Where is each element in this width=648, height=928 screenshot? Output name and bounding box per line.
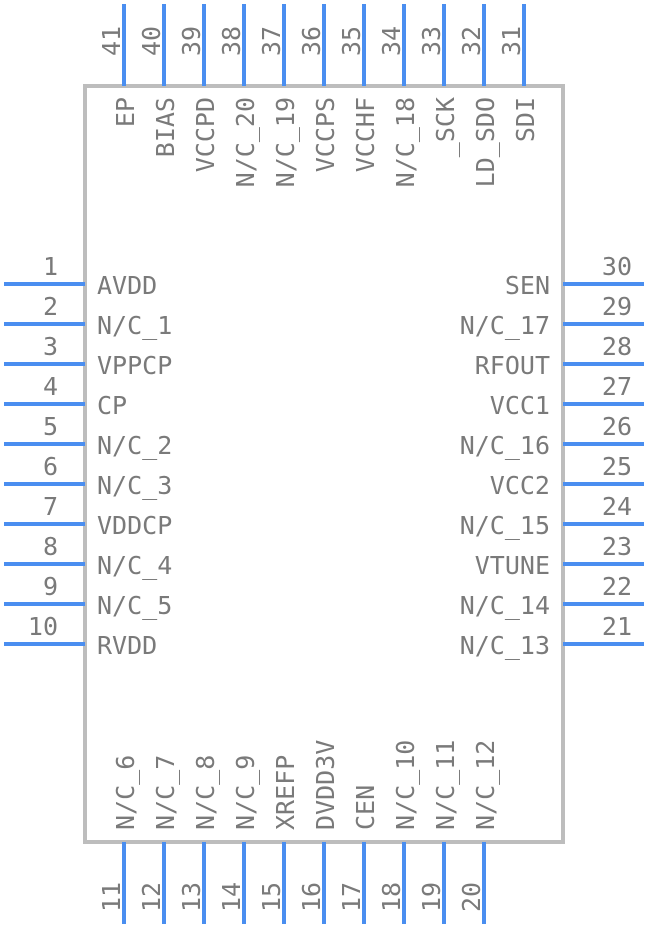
pins-layer [4,4,644,924]
pin-n-c-9-label: N/C_9 [231,755,260,830]
pin-xrefp-label: XREFP [271,755,300,830]
pin-number-32: 32 [457,26,486,56]
pin-n-c-8-label: N/C_8 [191,755,220,830]
pin-number-37: 37 [257,26,286,56]
pin-number-15: 15 [257,882,286,912]
pin-number-9: 9 [43,572,58,601]
pin-number-24: 24 [602,492,632,521]
pin-vcchf-label: VCCHF [351,97,380,172]
pin-n-c-20-label: N/C_20 [231,97,260,187]
pin-number-41: 41 [97,26,126,56]
pin-n-c-12-label: N/C_12 [471,740,500,830]
pin-number-40: 40 [137,26,166,56]
pin-number-19: 19 [417,882,446,912]
pin-n-c-6-label: N/C_6 [111,755,140,830]
pin-n-c-15-label: N/C_15 [460,511,550,540]
pin-n-c-1-label: N/C_1 [97,311,172,340]
pin-number-18: 18 [377,882,406,912]
pin-number-11: 11 [97,882,126,912]
pin-n-c-11-label: N/C_11 [431,740,460,830]
pin-n-c-7-label: N/C_7 [151,755,180,830]
labels-layer: 1AVDD2N/C_13VPPCP4CP5N/C_26N/C_37VDDCP8N… [28,26,632,912]
pin-n-c-5-label: N/C_5 [97,591,172,620]
pin-vccps-label: VCCPS [311,97,340,172]
pin-number-20: 20 [457,882,486,912]
pin-vcc2-label: VCC2 [490,471,550,500]
pin-n-c-2-label: N/C_2 [97,431,172,460]
pin-number-17: 17 [337,882,366,912]
pin-number-14: 14 [217,882,246,912]
pin-rvdd-label: RVDD [97,631,157,660]
pin-number-10: 10 [28,612,58,641]
pin-number-22: 22 [602,572,632,601]
pin-sen-label: SEN [505,271,550,300]
pin-n-c-13-label: N/C_13 [460,631,550,660]
pin-rfout-label: RFOUT [475,351,550,380]
pin-vddcp-label: VDDCP [97,511,172,540]
pin-n-c-17-label: N/C_17 [460,311,550,340]
pin-number-34: 34 [377,26,406,56]
ic-body [83,84,565,844]
pin-n-c-3-label: N/C_3 [97,471,172,500]
pin-vppcp-label: VPPCP [97,351,172,380]
pin-dvdd3v-label: DVDD3V [311,740,340,830]
pin-number-23: 23 [602,532,632,561]
pin-number-25: 25 [602,452,632,481]
pin-number-7: 7 [43,492,58,521]
pin-sck-label: _SCK [431,97,460,157]
pin-vtune-label: VTUNE [475,551,550,580]
pin-number-28: 28 [602,332,632,361]
pin-number-2: 2 [43,292,58,321]
pin-vcc1-label: VCC1 [490,391,550,420]
pin-number-1: 1 [43,252,58,281]
pin-n-c-14-label: N/C_14 [460,591,550,620]
pin-number-26: 26 [602,412,632,441]
pin-number-27: 27 [602,372,632,401]
pin-ep-label: EP [111,97,140,127]
pin-sdi-label: SDI [511,97,540,142]
pin-number-13: 13 [177,882,206,912]
pin-number-6: 6 [43,452,58,481]
pin-cp-label: CP [97,391,127,420]
pin-number-30: 30 [602,252,632,281]
pin-number-35: 35 [337,26,366,56]
pin-number-8: 8 [43,532,58,561]
pin-ld-sdo-label: LD_SDO [471,97,500,187]
pin-number-31: 31 [497,26,526,56]
pin-number-21: 21 [602,612,632,641]
pin-number-38: 38 [217,26,246,56]
pin-cen-label: CEN [351,785,380,830]
pin-number-39: 39 [177,26,206,56]
pin-number-3: 3 [43,332,58,361]
pin-n-c-10-label: N/C_10 [391,740,420,830]
pin-n-c-16-label: N/C_16 [460,431,550,460]
pin-number-33: 33 [417,26,446,56]
pin-number-16: 16 [297,882,326,912]
pin-number-4: 4 [43,372,58,401]
pin-avdd-label: AVDD [97,271,157,300]
pin-n-c-19-label: N/C_19 [271,97,300,187]
pin-vccpd-label: VCCPD [191,97,220,172]
pin-n-c-18-label: N/C_18 [391,97,420,187]
pin-bias-label: BIAS [151,97,180,157]
pin-number-5: 5 [43,412,58,441]
pin-number-12: 12 [137,882,166,912]
pin-n-c-4-label: N/C_4 [97,551,172,580]
pin-number-36: 36 [297,26,326,56]
pin-number-29: 29 [602,292,632,321]
